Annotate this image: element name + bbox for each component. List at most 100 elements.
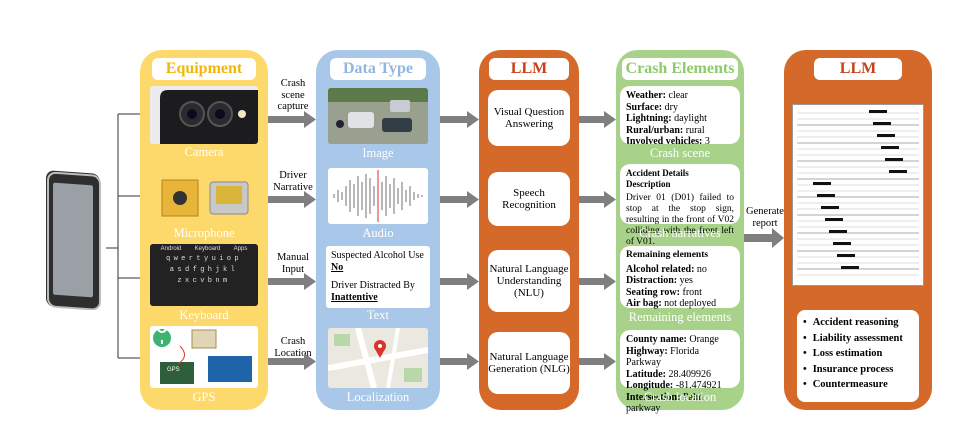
camera-label: Camera xyxy=(184,145,224,159)
crash-scene-key: Rural/urban: xyxy=(626,124,684,136)
crash-location-line: Latitude: 28.409926 xyxy=(626,369,734,381)
text-label: Text xyxy=(366,308,390,322)
keyboard-tab-apps: Apps xyxy=(233,246,248,252)
remaining-value: not deployed xyxy=(661,298,717,309)
crash-scene-key: Weather: xyxy=(626,90,666,101)
task-speech-recognition: Speech Recognition xyxy=(488,172,570,226)
crash-narrative-box: Accident Details Description Driver 01 (… xyxy=(620,164,740,247)
crash-location-key: Intersection: xyxy=(626,391,681,403)
gps-image: GPS xyxy=(150,326,258,388)
crash-scene-line: Rural/urban: rural xyxy=(626,125,734,137)
crash-location-line: County name: Orange xyxy=(626,334,734,346)
crash-location-key: Longitude: xyxy=(626,380,674,391)
localization-label: Localization xyxy=(346,390,410,404)
crash-location-value: -81.474921 xyxy=(673,380,722,391)
crash-scene-line: Surface: dry xyxy=(626,102,734,114)
crash-scene-line: Lightning: daylight xyxy=(626,113,734,125)
arrow-label-manual-input: Manual Input xyxy=(276,252,310,275)
llm-column-1: LLM Visual Question Answering Speech Rec… xyxy=(479,50,579,410)
crash-scene-value: daylight xyxy=(671,113,707,124)
crash-scene-line: Involved vehicles: 3 xyxy=(626,136,734,144)
gps-module-print: GPS xyxy=(167,367,180,373)
remaining-line: Distraction: yes xyxy=(626,275,734,287)
audio-label: Audio xyxy=(362,226,394,240)
crash-elements-title: Crash Elements xyxy=(622,58,738,80)
crash-scene-key: Surface: xyxy=(626,101,663,113)
crash-report-document xyxy=(792,104,924,286)
keyboard-tab-keyboard: Keyboard xyxy=(194,246,221,252)
crash-location-value: 28.409926 xyxy=(666,368,712,380)
data-type-title: Data Type xyxy=(330,58,426,80)
crash-location-value: Orange xyxy=(686,334,719,345)
crash-location-line: Intersection: Palm parkway xyxy=(626,392,734,415)
task-nlg: Natural Language Generation (NLG) xyxy=(488,332,570,394)
equipment-column: Equipment Camera Microphone Android Keyb… xyxy=(140,50,268,410)
task-visual-question-answering: Visual Question Answering xyxy=(488,90,570,146)
report-outputs-box: Accident reasoning Liability assessment … xyxy=(797,310,919,402)
crash-location-key: Latitude: xyxy=(626,368,666,380)
keyboard-row: qwertyuiop xyxy=(165,255,242,263)
crash-scene-value: rural xyxy=(683,124,705,136)
remaining-line: Alcohol related: no xyxy=(626,264,734,276)
narrative-heading: Accident Details Description xyxy=(626,168,689,189)
remaining-line: Air bag: not deployed xyxy=(626,298,734,310)
crash-location-value: Florida Parkway xyxy=(626,345,700,369)
crash-location-value: Palm parkway xyxy=(626,391,704,415)
equipment-title: Equipment xyxy=(152,58,256,80)
crash-location-key: Highway: xyxy=(626,345,668,357)
remaining-elements-label: Remaining elements xyxy=(628,310,732,324)
remaining-key: Air bag: xyxy=(626,298,662,309)
task-nlu: Natural Language Understanding (NLU) xyxy=(488,250,570,312)
image-label: Image xyxy=(362,146,394,160)
microphone-label: Microphone xyxy=(173,226,235,240)
remaining-value: front xyxy=(679,286,702,298)
llm2-title: LLM xyxy=(814,58,902,80)
gps-label: GPS xyxy=(192,390,216,404)
crash-scene-label: Crash scene xyxy=(649,146,711,160)
keyboard-label: Keyboard xyxy=(179,308,229,322)
keyboard-row: zxcvbnm xyxy=(177,277,231,285)
text-form-a2: Inattentive xyxy=(331,292,378,303)
crash-location-label: Crash location xyxy=(643,390,717,404)
crash-location-line: Longitude: -81.474921 xyxy=(626,380,734,392)
crash-scene-value: 3 xyxy=(702,136,710,144)
text-form-a1: No xyxy=(331,262,344,273)
text-form: Suspected Alcohol Use No Driver Distract… xyxy=(326,246,430,308)
crash-scene-value: clear xyxy=(666,90,688,101)
crash-scene-key: Involved vehicles: xyxy=(626,136,703,144)
remaining-line: Seating row: front xyxy=(626,287,734,299)
arrow-label-crash-location: Crash Location xyxy=(274,336,312,359)
crash-scene-key: Lightning: xyxy=(626,113,672,124)
keyboard-row: asdfghjkl xyxy=(169,266,239,274)
arrow-label-driver-narrative: Driver Narrative xyxy=(273,170,313,193)
crash-location-line: Highway: Florida Parkway xyxy=(626,346,734,369)
arrow-label-crash-scene-capture: Crash scene capture xyxy=(277,78,309,112)
crash-scene-line: Weather: clear xyxy=(626,90,734,102)
output-loss-estimation: Loss estimation xyxy=(803,346,913,362)
narrative-body: Driver 01 (D01) failed to stop at the st… xyxy=(626,193,734,247)
audio-waveform xyxy=(328,168,428,224)
text-form-q2: Driver Distracted By xyxy=(331,280,415,291)
crash-scene-value: dry xyxy=(662,101,678,113)
output-insurance-process: Insurance process xyxy=(803,362,913,378)
output-accident-reasoning: Accident reasoning xyxy=(803,315,913,331)
remaining-key: Distraction: xyxy=(626,275,678,286)
remaining-value: no xyxy=(694,263,707,275)
remaining-key: Seating row: xyxy=(626,286,680,298)
remaining-heading: Remaining elements xyxy=(626,250,709,260)
camera-image xyxy=(150,86,258,144)
text-form-q1: Suspected Alcohol Use xyxy=(331,250,424,261)
generate-report-label: Generate report xyxy=(746,206,784,229)
smartphone-illustration xyxy=(44,168,110,311)
llm1-title: LLM xyxy=(489,58,569,80)
data-type-column: Data Type Image Audio xyxy=(316,50,440,410)
crash-location-key: County name: xyxy=(626,334,687,345)
crash-scene-photo xyxy=(328,88,428,144)
output-liability-assessment: Liability assessment xyxy=(803,331,913,347)
